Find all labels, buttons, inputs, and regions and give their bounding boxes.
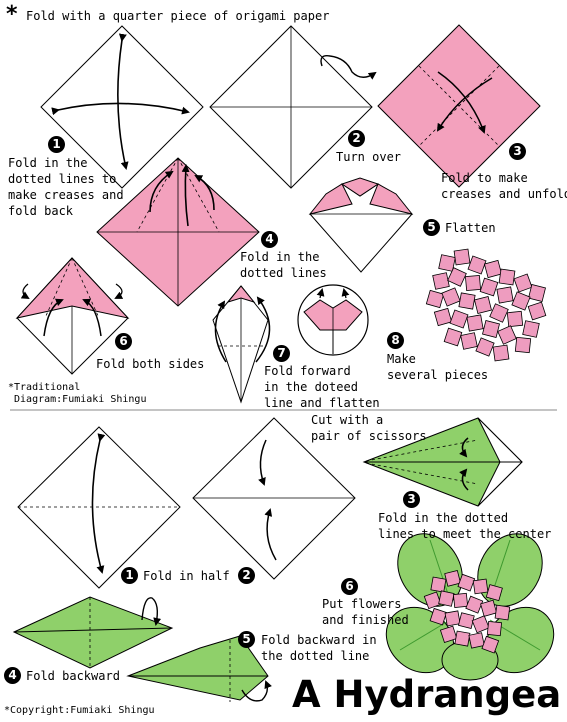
leaf-step-1-text: Fold in half xyxy=(143,569,230,583)
flower-step-7-number: 7 xyxy=(273,345,290,362)
note-asterisk: * xyxy=(6,2,18,27)
flower-step-2-diagram xyxy=(209,25,377,189)
flower-step-4-diagram xyxy=(96,157,260,307)
flower-step-3-diagram xyxy=(377,24,541,188)
leaf-step-6-text: Put flowers and finished xyxy=(322,597,409,627)
leaf-step-6-number: 6 xyxy=(341,578,358,595)
flower-step-6-text: Fold both sides xyxy=(96,357,205,371)
leaf-step-2-number: 2 xyxy=(238,567,255,584)
flower-step-1-text: Fold in the dotted lines to make creases… xyxy=(8,156,124,218)
flower-step-8-text: Make several pieces xyxy=(387,352,489,382)
flower-step-2-text: Turn over xyxy=(336,150,402,164)
flower-step-4-text: Fold in the dotted lines xyxy=(240,250,327,280)
paper-note: Fold with a quarter piece of origami pap… xyxy=(26,9,330,23)
flower-step-3-text: Fold to make creases and unfold xyxy=(441,171,567,201)
leaf-step-5-diagram xyxy=(126,635,272,702)
flower-step-1-diagram xyxy=(40,25,204,189)
flower-cluster-drawing xyxy=(425,248,547,362)
flower-step-6-number: 6 xyxy=(115,333,132,350)
leaf-step-4-diagram xyxy=(12,596,174,669)
leaf-step-5-text: Fold backward in the dotted line xyxy=(261,633,377,663)
flower-step-7-text: Fold forward in the doteed line and flat… xyxy=(264,364,380,410)
flower-step-2-number: 2 xyxy=(348,130,365,147)
flower-step-6-diagram xyxy=(15,257,130,375)
flower-step-5-diagram xyxy=(308,177,414,273)
leaf-step-2-diagram xyxy=(192,417,356,580)
flower-step-8-number: 8 xyxy=(387,332,404,349)
leaf-step-3-text: Fold in the dotted lines to meet the cen… xyxy=(378,511,552,541)
copyright-note: *Copyright:Fumiaki Shingu xyxy=(4,705,155,716)
flower-step-1-number: 1 xyxy=(48,136,65,153)
flower-step-5-text: Flatten xyxy=(445,221,496,235)
leaf-step-4-number: 4 xyxy=(4,667,21,684)
leaf-step-1-number: 1 xyxy=(121,567,138,584)
traditional-credit: *Traditional Diagram:Fumiaki Shingu xyxy=(8,382,147,405)
leaf-step-4-text: Fold backward xyxy=(26,669,120,683)
leaf-step-3-number: 3 xyxy=(403,491,420,508)
flower-step-4-number: 4 xyxy=(261,231,278,248)
flower-step-7-diagram xyxy=(212,284,369,404)
leaf-step-1-diagram xyxy=(17,426,181,589)
flower-step-5-number: 5 xyxy=(423,219,440,236)
finished-hydrangea-drawing xyxy=(385,533,555,681)
leaf-step-3-diagram xyxy=(362,417,523,507)
flower-step-3-number: 3 xyxy=(509,143,526,160)
leaf-step-2-text: Cut with a pair of scissors xyxy=(311,413,427,443)
leaf-step-5-number: 5 xyxy=(238,631,255,648)
diagram-title: A Hydrangea xyxy=(292,673,562,716)
